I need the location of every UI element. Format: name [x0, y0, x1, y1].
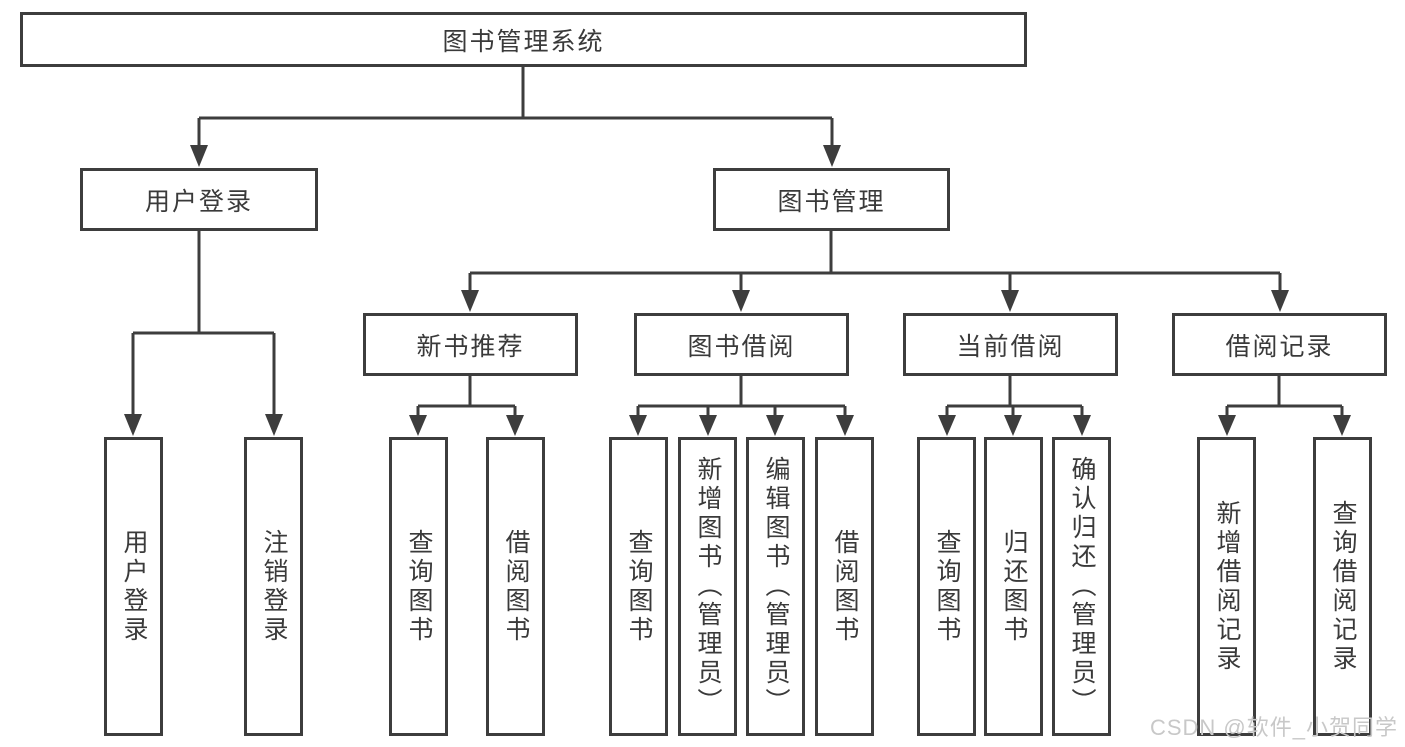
leaf-query-books-recommend: 查询图书	[389, 437, 448, 736]
leaf-add-borrow-record: 新增借阅记录	[1197, 437, 1256, 736]
connector-root-to-level2	[190, 66, 841, 167]
leaf-label: 查询图书	[405, 528, 433, 645]
leaf-label: 借阅图书	[831, 528, 859, 645]
leaf-label: 确认归还（管理员）	[1068, 456, 1096, 717]
leaf-label: 查询图书	[933, 528, 961, 645]
watermark: CSDN @软件_小贺同学	[1149, 715, 1398, 740]
leaf-confirm-return-admin: 确认归还（管理员）	[1052, 437, 1111, 736]
leaf-label: 新增借阅记录	[1213, 499, 1241, 674]
leaf-label: 查询借阅记录	[1329, 499, 1357, 674]
node-label: 借阅记录	[1225, 332, 1334, 361]
node-label: 新书推荐	[416, 332, 525, 361]
node-label: 用户登录	[144, 187, 253, 216]
node-user-login: 用户登录	[80, 168, 318, 231]
leaf-query-books-current: 查询图书	[917, 437, 976, 736]
leaf-borrow-books-recommend: 借阅图书	[486, 437, 545, 736]
connector-borrow-records-children	[1218, 376, 1351, 436]
leaf-return-books: 归还图书	[984, 437, 1043, 736]
node-borrow-records: 借阅记录	[1172, 313, 1387, 376]
leaf-label: 查询图书	[625, 528, 653, 645]
leaf-add-books-admin: 新增图书（管理员）	[678, 437, 737, 736]
leaf-query-books-borrow: 查询图书	[609, 437, 668, 736]
connector-user-login-children	[124, 231, 283, 436]
leaf-label: 用户登录	[120, 528, 148, 645]
node-current-borrow: 当前借阅	[903, 313, 1118, 376]
node-label: 图书管理	[777, 187, 886, 216]
connector-current-borrow-children	[938, 376, 1091, 436]
leaf-edit-books-admin: 编辑图书（管理员）	[746, 437, 805, 736]
leaf-user-login-action: 用户登录	[104, 437, 163, 736]
leaf-logout-action: 注销登录	[244, 437, 303, 736]
node-label: 当前借阅	[956, 332, 1065, 361]
leaf-label: 编辑图书（管理员）	[762, 456, 790, 717]
node-new-book-recommend: 新书推荐	[363, 313, 578, 376]
connector-book-borrow-children	[629, 376, 854, 436]
leaf-label: 归还图书	[1000, 528, 1028, 645]
node-label: 图书管理系统	[442, 27, 605, 56]
node-book-management: 图书管理	[713, 168, 950, 231]
leaf-label: 借阅图书	[502, 528, 530, 645]
node-label: 图书借阅	[687, 332, 796, 361]
leaf-label: 注销登录	[260, 528, 288, 645]
leaf-borrow-books-borrow: 借阅图书	[815, 437, 874, 736]
leaf-label: 新增图书（管理员）	[694, 456, 722, 717]
connector-new-book-recommend-children	[409, 376, 524, 436]
node-library-management-system: 图书管理系统	[20, 12, 1027, 67]
node-book-borrow: 图书借阅	[634, 313, 849, 376]
leaf-query-borrow-record: 查询借阅记录	[1313, 437, 1372, 736]
connector-book-management-children	[461, 231, 1289, 312]
